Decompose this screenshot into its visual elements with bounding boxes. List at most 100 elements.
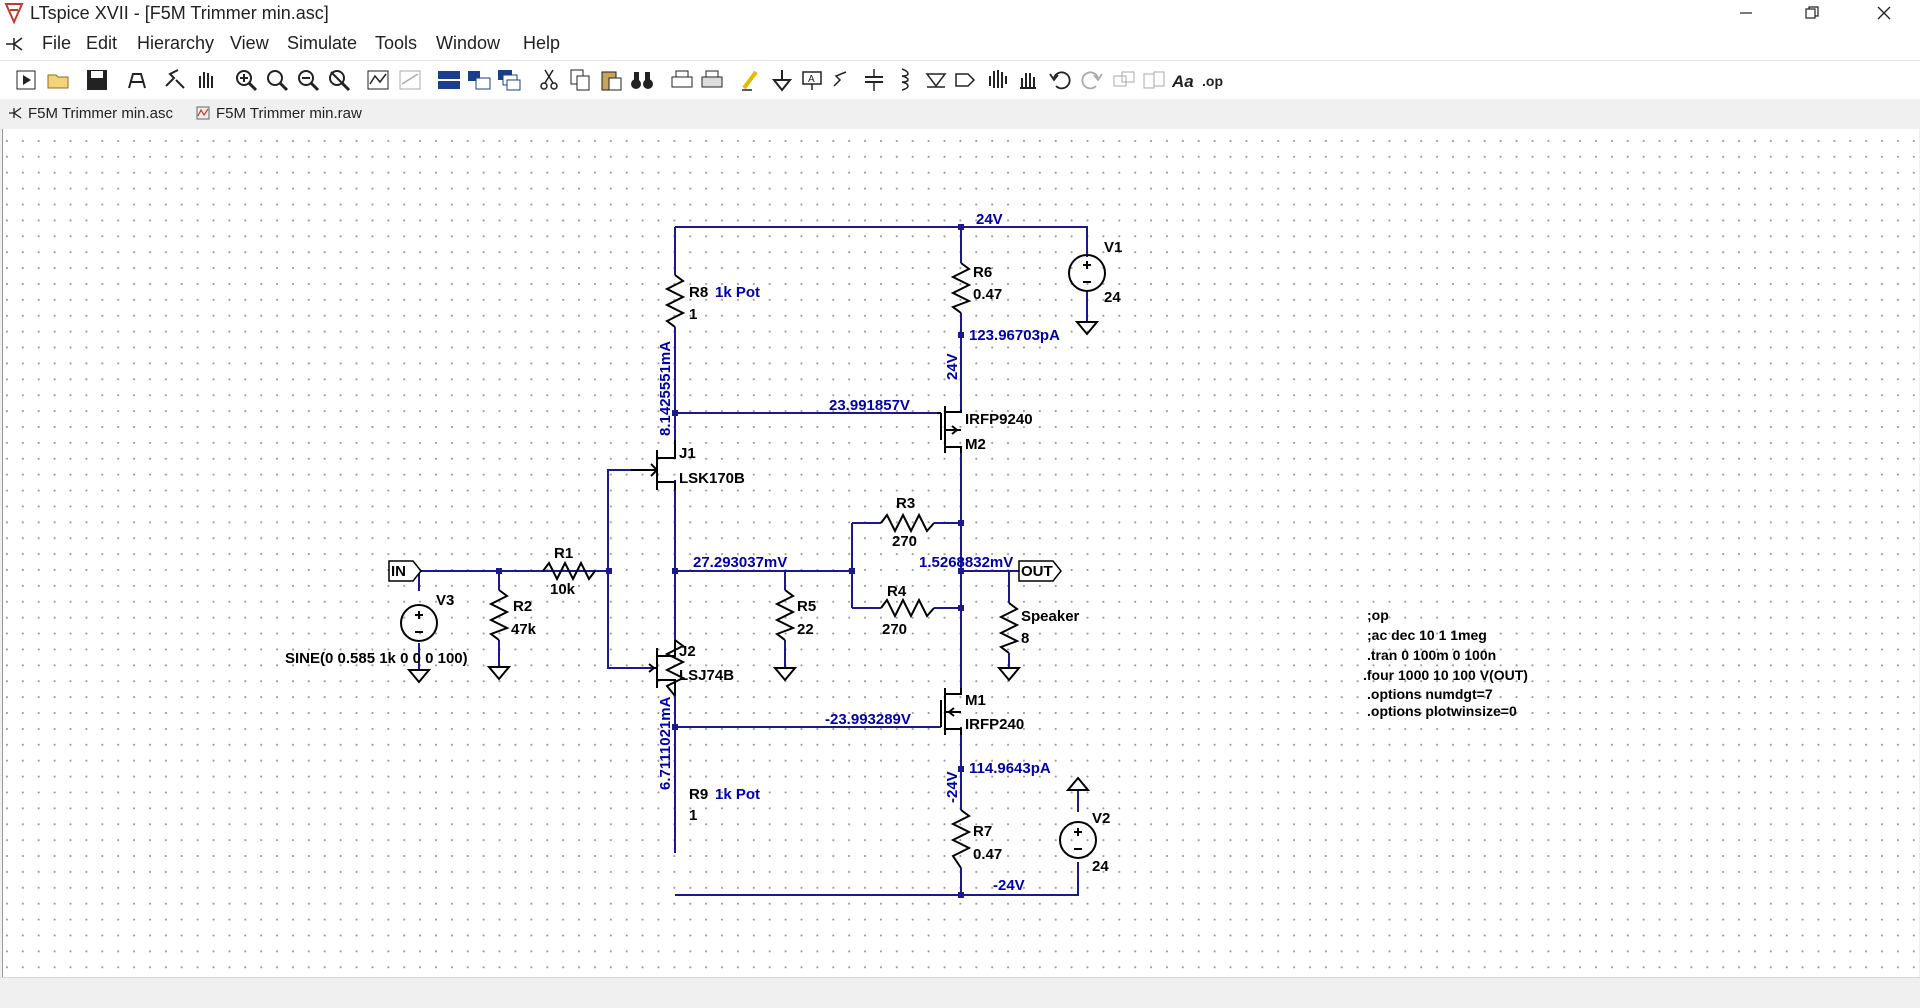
close-button[interactable] xyxy=(1856,0,1912,26)
minimize-button[interactable] xyxy=(1718,0,1774,26)
r7-name: R7 xyxy=(973,823,992,840)
inductor-icon[interactable] xyxy=(890,66,918,94)
label-net-icon[interactable]: A xyxy=(798,66,826,94)
zoom-in-icon[interactable] xyxy=(232,66,260,94)
r5-symbol xyxy=(774,589,796,641)
print-icon[interactable] xyxy=(668,66,696,94)
directive-line[interactable]: ;ac dec 10 1 1meg xyxy=(1367,627,1487,643)
menu-file[interactable]: File xyxy=(42,33,72,53)
v3-name: V3 xyxy=(436,592,454,609)
menu-view[interactable]: View xyxy=(230,33,269,53)
r9-name: R9 xyxy=(689,786,708,803)
menu-simulate[interactable]: Simulate xyxy=(287,33,358,53)
output-node-voltage: 1.5268832mV xyxy=(919,554,1013,571)
zoom-cancel-icon[interactable] xyxy=(325,66,353,94)
r8-name: R8 xyxy=(689,284,708,301)
document-icon[interactable] xyxy=(4,34,24,52)
control-panel-icon[interactable] xyxy=(123,66,151,94)
redo-icon[interactable] xyxy=(1078,66,1106,94)
j2-current-label: 6.7111021mA xyxy=(657,696,674,790)
directive-line[interactable]: .options numdgt=7 xyxy=(1367,686,1493,702)
zoom-out-icon[interactable] xyxy=(294,66,322,94)
mirror-icon[interactable] xyxy=(1140,66,1168,94)
save-icon[interactable] xyxy=(83,66,111,94)
move-hand-icon[interactable] xyxy=(984,66,1012,94)
spice-directive-icon[interactable]: .op xyxy=(1200,66,1228,94)
r4-value: 270 xyxy=(882,621,907,638)
zoom-full-icon[interactable] xyxy=(263,66,291,94)
v2-value: 24 xyxy=(1092,858,1109,875)
feedback-node-voltage: 27.293037mV xyxy=(693,554,787,571)
tab-raw[interactable]: F5M Trimmer min.raw xyxy=(196,101,362,125)
r7-symbol xyxy=(950,809,972,869)
undo-icon[interactable] xyxy=(1046,66,1074,94)
menu-edit[interactable]: Edit xyxy=(86,33,118,53)
m2-gate-voltage: 23.991857V xyxy=(829,397,910,414)
r9-note: 1k Pot xyxy=(715,786,760,803)
drag-hand-icon[interactable] xyxy=(1015,66,1043,94)
plot-settings-icon[interactable] xyxy=(364,66,392,94)
v1-symbol xyxy=(1068,254,1106,292)
mosfet-symbols xyxy=(937,406,962,735)
component-icon[interactable] xyxy=(952,66,980,94)
top-rail-label: 24V xyxy=(976,211,1003,228)
r6-symbol xyxy=(950,262,972,314)
menu-window[interactable]: Window xyxy=(436,33,501,53)
r2-symbol xyxy=(488,589,510,641)
j1-symbol xyxy=(656,440,676,490)
spice-directives[interactable]: ;op ;ac dec 10 1 1meg .tran 0 100m 0 100… xyxy=(1363,607,1528,719)
print-setup-icon[interactable] xyxy=(698,66,726,94)
r8-value: 1 xyxy=(689,306,697,323)
svg-text:A: A xyxy=(808,74,815,85)
v3-value: SINE(0 0.585 1k 0 0 0 100) xyxy=(285,650,468,667)
cut-icon[interactable] xyxy=(535,66,563,94)
copy-icon[interactable] xyxy=(566,66,594,94)
waveform-icon xyxy=(196,106,210,120)
directive-line[interactable]: .four 1000 10 100 V(OUT) xyxy=(1363,667,1528,683)
resistor-icon[interactable] xyxy=(830,66,858,94)
ground-icon[interactable] xyxy=(768,66,796,94)
restore-button[interactable] xyxy=(1784,0,1840,26)
menu-help[interactable]: Help xyxy=(523,33,561,53)
directive-line[interactable]: ;op xyxy=(1367,607,1389,623)
menu-tools[interactable]: Tools xyxy=(375,33,418,53)
r8-symbol xyxy=(664,274,686,328)
tab-schematic[interactable]: F5M Trimmer min.asc xyxy=(8,101,173,125)
open-folder-icon[interactable] xyxy=(45,66,73,94)
m1-source-voltage: -24V xyxy=(944,771,961,803)
r3-value: 270 xyxy=(892,533,917,550)
r2-value: 47k xyxy=(511,621,537,638)
capacitor-icon[interactable] xyxy=(860,66,888,94)
m1-gate-voltage: -23.993289V xyxy=(825,711,911,728)
directive-line[interactable]: .options plotwinsize=0 xyxy=(1367,703,1517,719)
draw-wire-icon[interactable] xyxy=(738,66,766,94)
r6-current-label: 123.96703pA xyxy=(969,327,1060,344)
v1-name: V1 xyxy=(1104,239,1122,256)
tile-vertical-icon[interactable] xyxy=(465,66,493,94)
pan-hand-icon[interactable] xyxy=(192,66,220,94)
svg-text:.op: .op xyxy=(1202,73,1223,89)
m2-model: IRFP9240 xyxy=(965,411,1033,428)
tile-horizontal-icon[interactable] xyxy=(435,66,463,94)
schematic-canvas[interactable]: V1 24 V2 24 V3 SINE(0 0.585 1k 0 0 0 100… xyxy=(2,129,1919,977)
r2-name: R2 xyxy=(513,598,532,615)
schematic-drawing[interactable]: V1 24 V2 24 V3 SINE(0 0.585 1k 0 0 0 100… xyxy=(3,129,1919,977)
r8-note: 1k Pot xyxy=(715,284,760,301)
schematic-icon xyxy=(9,107,22,119)
paste-icon[interactable] xyxy=(597,66,625,94)
tab-schematic-label: F5M Trimmer min.asc xyxy=(28,104,174,122)
menu-hierarchy[interactable]: Hierarchy xyxy=(137,33,215,53)
find-binoculars-icon[interactable] xyxy=(628,66,656,94)
r3-symbol xyxy=(880,512,935,534)
directive-line[interactable]: .tran 0 100m 0 100n xyxy=(1367,647,1496,663)
autorange-icon[interactable] xyxy=(396,66,424,94)
m1-name: M1 xyxy=(965,692,986,709)
cascade-windows-icon[interactable] xyxy=(495,66,523,94)
text-icon[interactable]: Aa xyxy=(1170,66,1198,94)
j2-name: J2 xyxy=(679,643,696,660)
v2-name: V2 xyxy=(1092,810,1110,827)
diode-icon[interactable] xyxy=(922,66,950,94)
run-icon[interactable] xyxy=(13,66,41,94)
rotate-icon[interactable] xyxy=(1110,66,1138,94)
halt-icon[interactable] xyxy=(162,66,190,94)
